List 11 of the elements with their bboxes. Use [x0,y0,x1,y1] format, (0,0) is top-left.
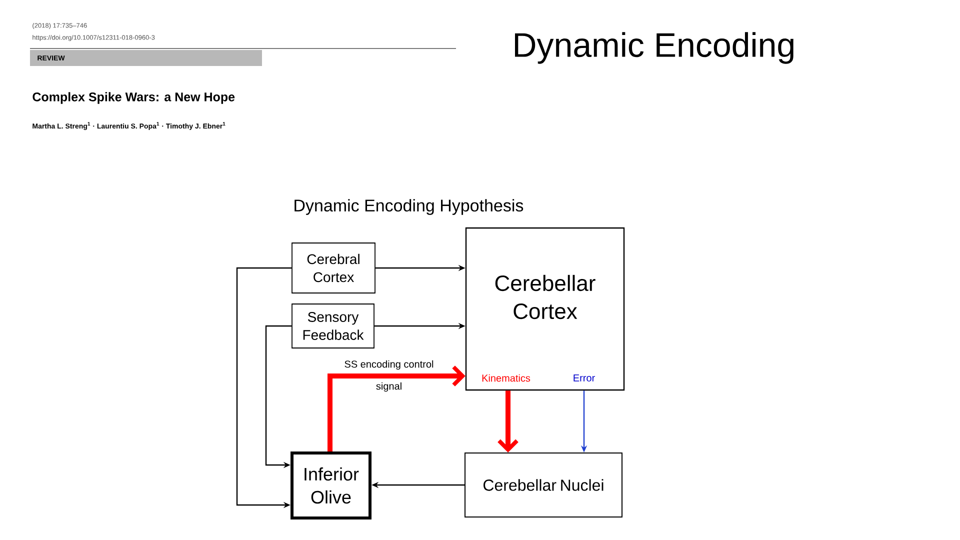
process-box: Cerebral Cortex [292,242,376,294]
edge-label: SS encoding control signal [344,360,434,392]
process-box: Sensory Feedback [292,304,374,348]
figure-title: Dynamic Encoding Hypothesis [294,199,524,215]
paper-title: Complex Spike Wars: a New Hope [32,92,235,104]
process-box: Cerebellar Nuclei [464,452,622,518]
arrow [498,390,518,452]
process-box: Inferior Olive [290,452,372,520]
arrow [328,366,466,452]
process-box: Cerebellar Cortex Kinematics Error [465,227,625,391]
slide-title: Dynamic Encoding [515,32,794,64]
